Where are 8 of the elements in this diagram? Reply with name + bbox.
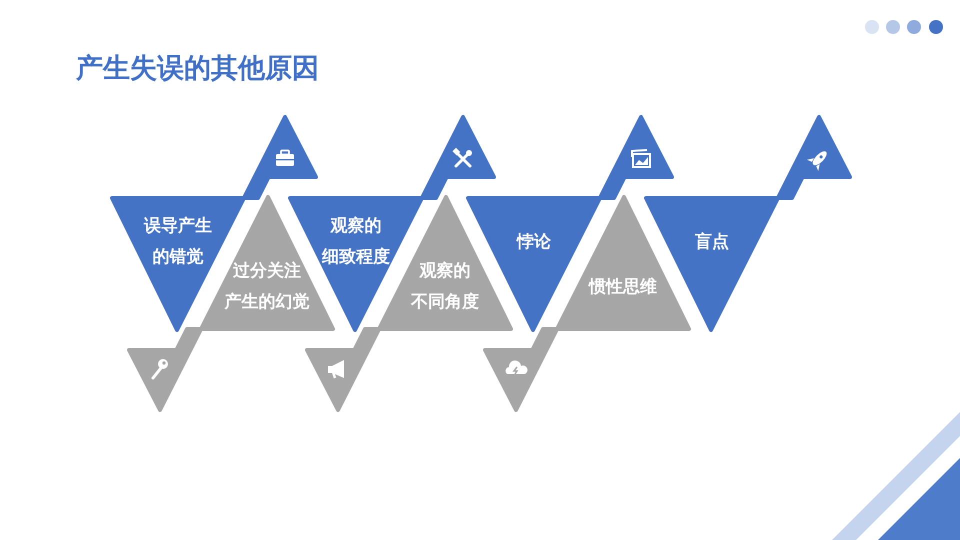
- node-label: 观察的不同角度: [410, 260, 480, 314]
- node-label: 过分关注产生的幻觉: [223, 260, 310, 314]
- node-label: 盲点: [694, 230, 730, 254]
- node-label: 悖论: [515, 230, 552, 254]
- node-label: 观察的细致程度: [320, 214, 391, 269]
- node-label: 误导产生的错觉: [142, 214, 213, 269]
- node-label: 惯性思维: [587, 276, 658, 298]
- slide-title: 产生失误的其他原因: [76, 52, 319, 86]
